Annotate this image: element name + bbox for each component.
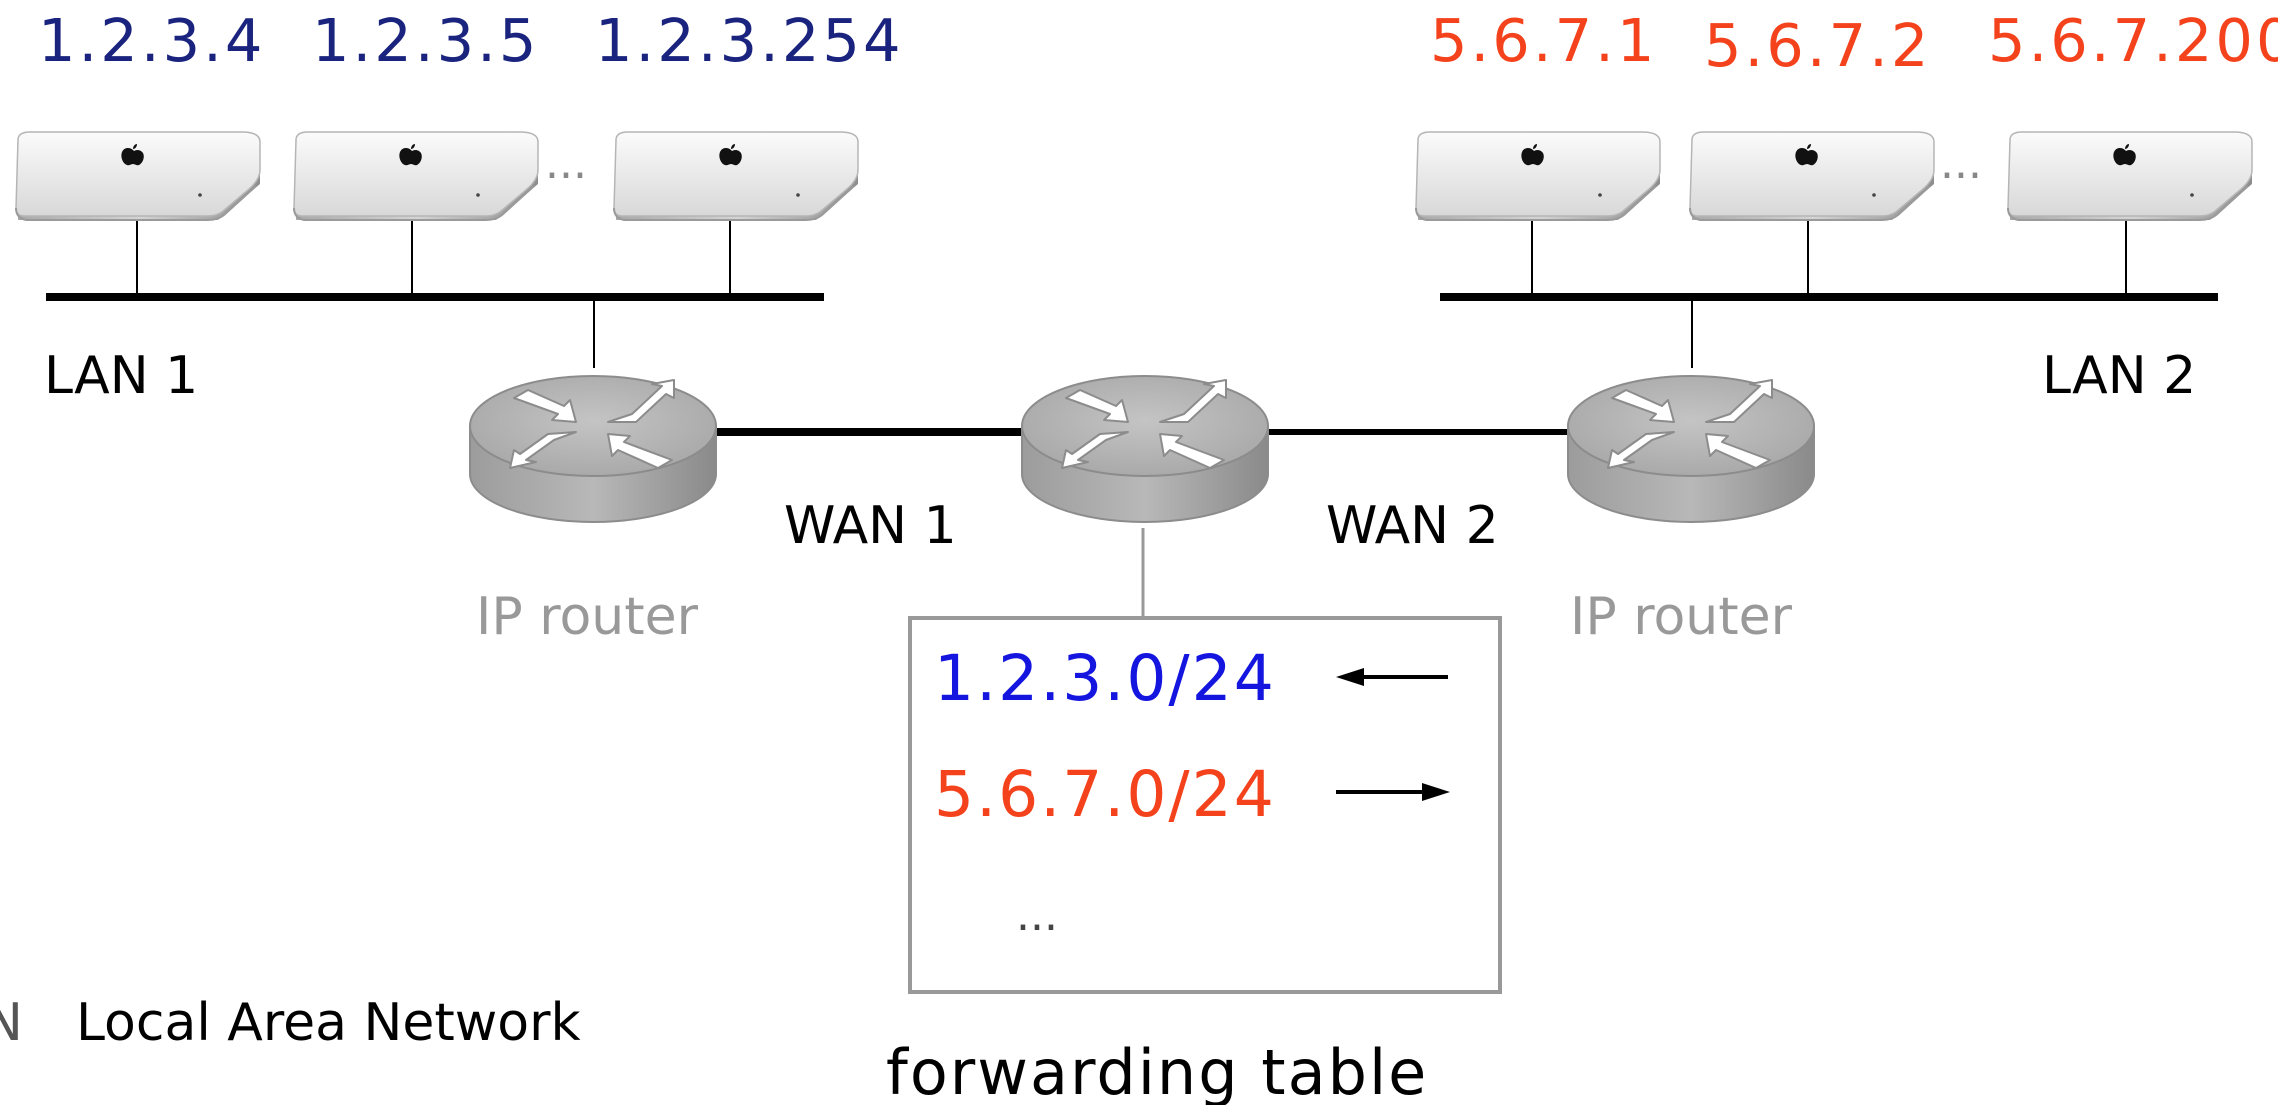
forwarding-table-box [908,616,1502,994]
lan1-group: 1.2.3.4 1.2.3.5 1.2.3.254 ... LAN 1 [15,6,904,406]
left-router-icon [469,375,717,523]
lan1-host2-ip: 1.2.3.5 [312,6,539,75]
right-router-label: IP router [1570,587,1793,647]
wan2-label: WAN 2 [1326,496,1499,556]
right-router-icon [1567,375,1815,523]
table-row1-prefix: 1.2.3.0/24 [934,642,1276,715]
legend-text: Local Area Network [76,993,581,1053]
mac-mini-icon [613,131,859,221]
arrow-right-icon [1336,783,1450,801]
mac-mini-icon [293,131,539,221]
lan2-host3-ip: 5.6.7.200 [1988,6,2278,75]
lan1-host1-ip: 1.2.3.4 [38,6,265,75]
legend-abbr: N [0,993,23,1053]
table-more: ... [1016,890,1058,941]
lan1-ellipsis: ... [545,138,587,189]
lan1-label: LAN 1 [44,346,198,406]
center-router-icon [1021,375,1269,523]
wan1-label: WAN 1 [784,496,957,556]
mac-mini-icon [15,131,261,221]
lan2-ellipsis: ... [1940,138,1982,189]
table-row2-prefix: 5.6.7.0/24 [934,758,1276,831]
lan2-label: LAN 2 [2042,346,2196,406]
mac-mini-icon [2007,131,2253,221]
lan2-host2-ip: 5.6.7.2 [1704,11,1931,80]
forwarding-table-caption: forwarding table [886,1036,1428,1105]
lan1-host3-ip: 1.2.3.254 [595,6,904,75]
arrow-left-icon [1336,668,1448,686]
mac-mini-icon [1415,131,1661,221]
lan2-host1-ip: 5.6.7.1 [1430,6,1657,75]
lan2-group: 5.6.7.1 5.6.7.2 5.6.7.200 ... LAN 2 [1415,6,2278,406]
mac-mini-icon [1689,131,1935,221]
left-router-label: IP router [476,587,699,647]
